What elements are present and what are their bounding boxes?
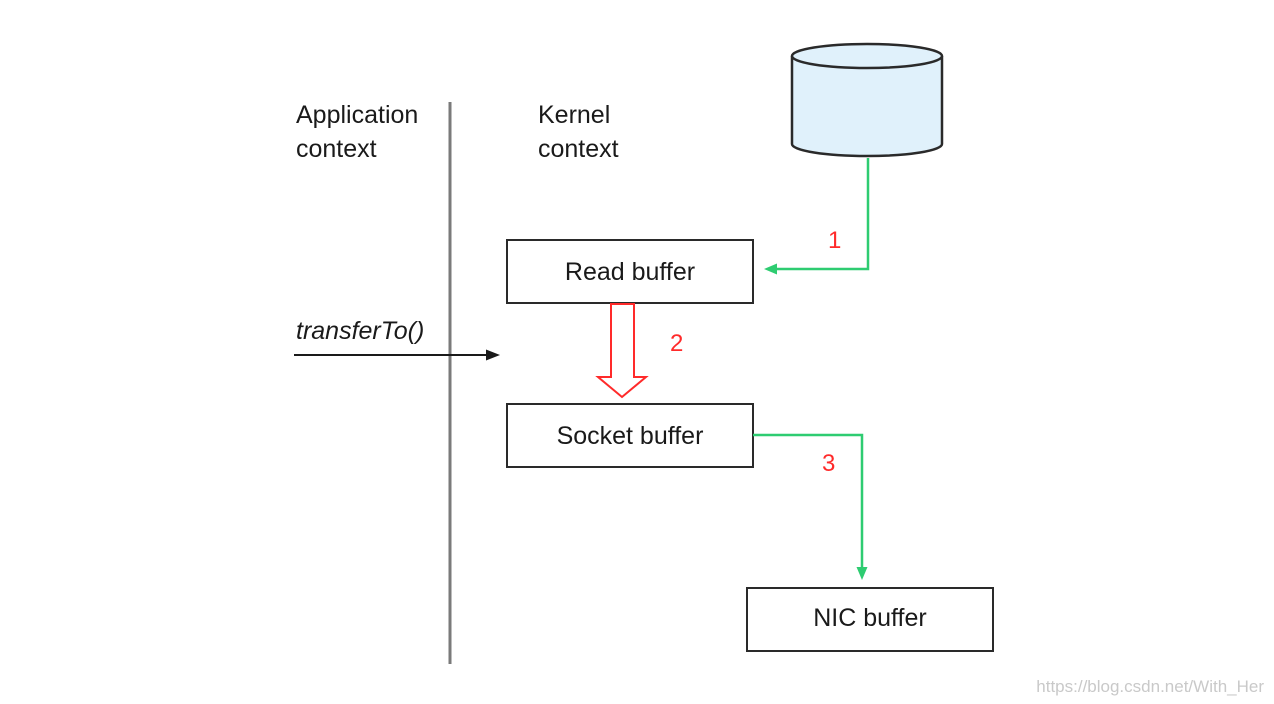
step-1-label: 1: [828, 227, 841, 254]
nic-buffer-label: NIC buffer: [813, 604, 926, 632]
socket-buffer-box: Socket buffer: [506, 403, 754, 468]
nic-buffer-box: NIC buffer: [746, 587, 994, 652]
socket-buffer-label: Socket buffer: [557, 422, 704, 450]
step-3-label: 3: [822, 450, 835, 477]
transfer-to-call-arrow: [294, 349, 500, 361]
step-3-dma-arrow: [753, 433, 868, 580]
read-buffer-label: Read buffer: [565, 258, 695, 286]
disk-cylinder-icon: [790, 42, 944, 158]
step-1-dma-arrow: [764, 158, 870, 275]
read-buffer-box: Read buffer: [506, 239, 754, 304]
step-2-label: 2: [670, 330, 683, 357]
transfer-to-call-label: transferTo(): [296, 317, 424, 345]
application-context-label: Application context: [296, 101, 425, 163]
kernel-context-label: Kernel context: [538, 101, 619, 163]
step-2-copy-arrow: [595, 303, 649, 399]
watermark: https://blog.csdn.net/With_Her: [1036, 677, 1264, 696]
